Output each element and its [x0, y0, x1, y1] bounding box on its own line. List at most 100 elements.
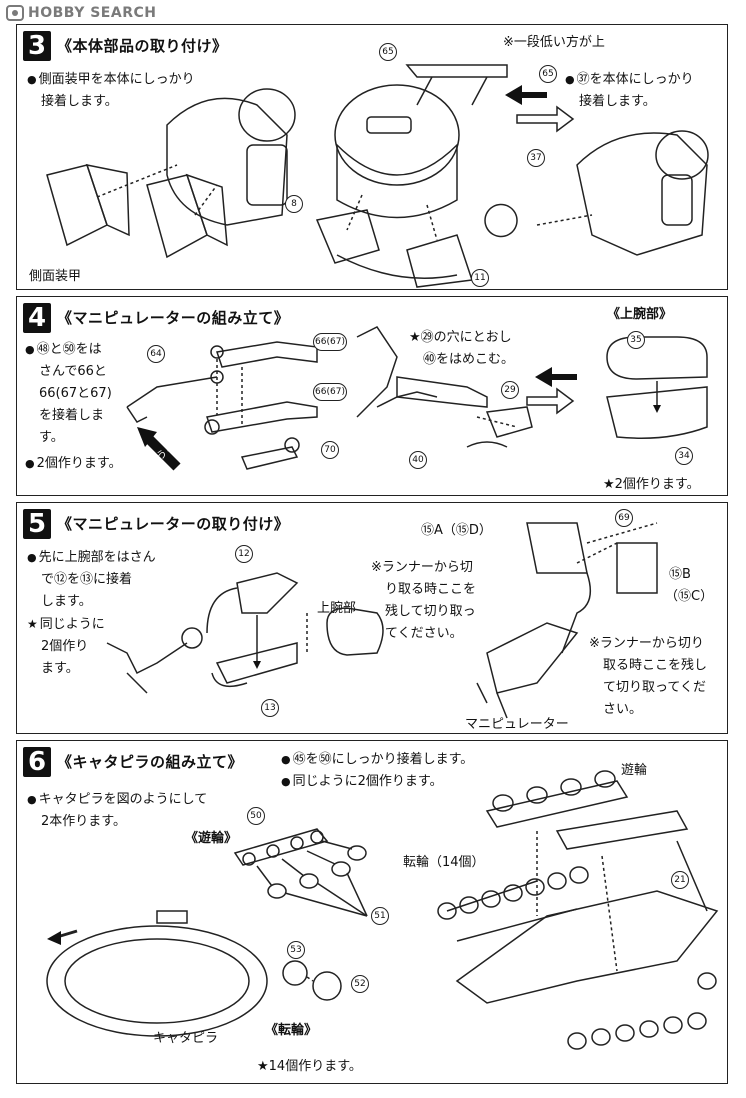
instruction-note: 側面装甲を本体にしっかり 接着します。: [27, 69, 195, 113]
leg-block-left: [246, 144, 288, 206]
step-title: 《マニピュレーターの取り付け》: [57, 515, 290, 533]
idler-bar-right: [485, 780, 629, 828]
part-number: 64: [147, 345, 165, 363]
part-number: 35: [627, 331, 645, 349]
side-armor-plate-a: [46, 164, 108, 247]
callout-note: ※一段低い方が上: [503, 35, 605, 50]
road-wheel-part-53: [282, 960, 308, 986]
star-note: ★2個作ります。: [603, 477, 700, 492]
part-15b: [616, 542, 658, 594]
part-number: 21: [671, 871, 689, 889]
upper-arm-cylinder: [326, 607, 384, 656]
part-number: 66(67): [313, 333, 347, 351]
arm-part-66: [216, 341, 318, 368]
callout-note-1: ※ランナーから切 り取る時ここを 残して切り取っ てください。: [371, 560, 477, 641]
main-body-dome: [334, 84, 460, 186]
part-number: 12: [235, 545, 253, 563]
step-title: 《本体部品の取り付け》: [57, 37, 228, 55]
step-number: 6: [23, 747, 51, 777]
upper-arm-subhead: 《上腕部》: [607, 307, 673, 322]
step-5-illustration: [106, 522, 658, 719]
part-number: 69: [615, 509, 633, 527]
idler-bar: [233, 828, 329, 866]
part-number: 8: [285, 195, 303, 213]
idler-right-label: 遊輪: [621, 763, 648, 778]
part-number: 65: [379, 43, 397, 61]
leg-left: [315, 209, 380, 264]
step-number: 4: [23, 303, 51, 333]
top-frame: [405, 64, 508, 78]
part-number: 29: [501, 381, 519, 399]
arm-link-64: [126, 376, 218, 408]
side-armor-plate-b: [85, 164, 130, 237]
step-3-panel: 3 《本体部品の取り付け》 側面装甲を本体にしっかり 接着します。 ㊲を本体にし…: [16, 24, 728, 290]
body-left: [166, 97, 288, 226]
part-number: 11: [471, 269, 489, 287]
step-6-panel: 6 《キャタピラの組み立て》 キャタピラを図のようにして 2本作ります。 ㊺を㊿…: [16, 740, 728, 1084]
step-number: 3: [23, 31, 51, 61]
part-number: 53: [287, 941, 305, 959]
part-12: [236, 572, 299, 614]
upper-arm-part-34: [606, 386, 708, 439]
instruction-note-right: ㊲を本体にしっかり 接着します。: [565, 69, 694, 113]
part-29: [485, 406, 533, 438]
step-4-illustration: [126, 326, 708, 471]
watermark-text: HOBBY SEARCH: [28, 5, 157, 21]
arm-part-66-lower: [206, 401, 318, 433]
road-wheel-count-label: 転輪（14個）: [403, 855, 485, 870]
part-number: 34: [675, 447, 693, 465]
manipulator-forearm: [486, 622, 579, 694]
road-wheel-subhead: 《転輪》: [265, 1023, 318, 1038]
part-number: 70: [321, 441, 339, 459]
instruction-note-top: ㊺を㊿にしっかり接着します。 同じように2個作ります。: [281, 749, 474, 793]
side-armor-plate-d: [185, 173, 228, 247]
callout-note-2: ※ランナーから切り 取る時ここを残し て切り取ってくだ さい。: [589, 636, 708, 717]
claw-upper: [356, 326, 398, 418]
part-15a-label: ⑮A（⑮D）: [421, 523, 492, 538]
step-title: 《キャタピラの組み立て》: [57, 753, 244, 771]
shoulder-left: [238, 88, 296, 142]
part-13: [215, 642, 298, 684]
mono-eye-slot: [366, 116, 412, 134]
caterpillar-label: キャタピラ: [153, 1031, 219, 1046]
step-number: 5: [23, 509, 51, 539]
part-number: 66(67): [313, 383, 347, 401]
instruction-note: キャタピラを図のようにして 2本作ります。: [27, 789, 208, 833]
star-note: ★14個作ります。: [257, 1059, 362, 1074]
upper-arm-part-35: [606, 336, 708, 380]
manipulator-label: マニピュレーター: [465, 717, 569, 732]
step-5-panel: 5 《マニピュレーターの取り付け》 先に上腕部をはさん で⑫を⑬に接着 します。…: [16, 502, 728, 734]
part-15c-label: （⑮C）: [665, 589, 714, 604]
part-number: 40: [409, 451, 427, 469]
lower-hull-21: [455, 890, 719, 1004]
idler-subhead: 《遊輪》: [185, 831, 238, 846]
step-6-illustration: [46, 770, 719, 1050]
road-wheel-part-52: [312, 971, 342, 1001]
caterpillar-loop: [46, 925, 268, 1037]
part-40: [466, 441, 508, 448]
side-armor-plate-c: [146, 174, 208, 259]
hobby-search-watermark: HOBBY SEARCH: [6, 4, 156, 22]
part-number: 13: [261, 699, 279, 717]
part-number: 37: [527, 149, 545, 167]
claw-left: [106, 642, 188, 675]
instruction-note: ㊽と㊿をは さんで66と 66(67と67) を接着しま す。 2個作ります。: [25, 339, 122, 475]
side-armor-label: 側面装甲: [29, 269, 82, 284]
hobby-search-logo-icon: [6, 5, 24, 21]
instruction-note-mid: ★㉙の穴にとおし ㊵をはめこむ。: [409, 330, 515, 367]
step-title: 《マニピュレーターの組み立て》: [57, 309, 290, 327]
part-number: 50: [247, 807, 265, 825]
step-3-illustration: [46, 64, 709, 288]
leg-right: [406, 234, 474, 288]
part-37-disc: [484, 203, 518, 238]
body-right: [576, 132, 708, 256]
part-number: 52: [351, 975, 369, 993]
forearm-tube: [396, 376, 488, 408]
upper-arm-label: 上腕部: [317, 601, 357, 616]
part-number: 65: [539, 65, 557, 83]
part-15a: [526, 522, 588, 574]
arm-part-70: [240, 446, 299, 470]
step-4-panel: 4 《マニピュレーターの組み立て》 ㊽と㊿をは さんで66と 66(67と67)…: [16, 296, 728, 496]
part-number: 51: [371, 907, 389, 925]
part-15b-label: ⑮B: [669, 567, 691, 582]
